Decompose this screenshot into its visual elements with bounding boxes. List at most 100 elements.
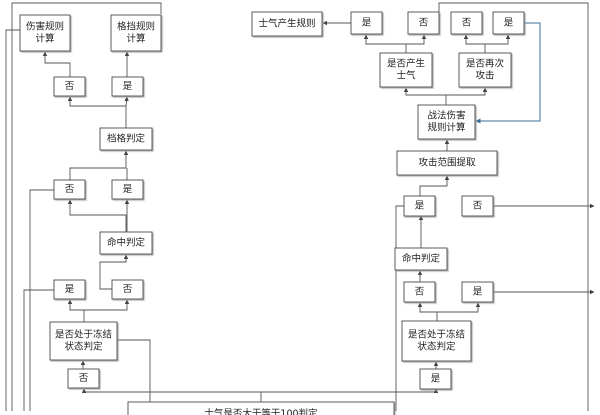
- node-label: 是: [431, 374, 441, 385]
- node-label: 否: [65, 81, 75, 92]
- node-label: 是: [415, 201, 425, 212]
- connector-line: [5, 29, 20, 411]
- node-box: [401, 320, 472, 362]
- node-block-judge: 档格判定: [99, 127, 153, 151]
- node-no-r4: 否: [403, 281, 436, 303]
- node-no-3: 否: [111, 279, 144, 300]
- connector-line: [124, 96, 129, 107]
- node-box: [396, 150, 498, 176]
- connector-line: [463, 34, 486, 53]
- node-label: 是否处于冻结: [55, 329, 112, 341]
- connector-line: [69, 150, 129, 180]
- node-no-2: 否: [53, 179, 86, 200]
- node-box: [394, 247, 448, 271]
- node-label: 士气产生规则: [258, 18, 315, 30]
- connectors: [5, 2, 595, 411]
- node-label: 攻击: [475, 70, 494, 82]
- node-box: [407, 11, 440, 35]
- connector-line: [99, 254, 129, 290]
- node-label: 攻击范围提取: [418, 157, 476, 169]
- connector-line: [67, 199, 127, 232]
- node-no-4: 否: [67, 368, 100, 389]
- node-box: [379, 52, 433, 88]
- node-label: 档格判定: [107, 133, 146, 145]
- connector-line: [42, 51, 71, 77]
- node-yes-3: 是: [53, 279, 86, 300]
- node-yes-r1: 是: [350, 11, 383, 35]
- node-box: [251, 11, 323, 37]
- node-box: [53, 279, 86, 300]
- node-label: 计算: [126, 33, 145, 45]
- connector-line: [419, 175, 450, 196]
- connector-line: [406, 34, 427, 45]
- node-box: [111, 179, 144, 200]
- node-box: [127, 401, 395, 415]
- node-label: 否: [415, 287, 425, 298]
- node-no-r3: 否: [461, 195, 494, 217]
- node-box: [403, 195, 436, 217]
- node-box: [19, 14, 71, 52]
- node-box: [111, 279, 144, 300]
- connector-line: [485, 34, 511, 45]
- node-yes-2: 是: [111, 179, 144, 200]
- node-label: 否: [419, 18, 429, 29]
- node-range-fetch: 攻击范围提取: [396, 150, 498, 176]
- connector-line: [395, 205, 404, 411]
- connector-line: [81, 388, 261, 394]
- connector-line: [23, 289, 54, 411]
- connector-line: [417, 302, 438, 321]
- node-box: [461, 195, 494, 217]
- node-no-r2: 否: [450, 11, 483, 35]
- node-hit-judge-l: 命中判定: [99, 231, 153, 255]
- node-box: [49, 321, 118, 361]
- node-label: 是: [473, 287, 483, 298]
- node-box: [419, 368, 452, 390]
- connector-line: [438, 2, 589, 411]
- node-yes-r5: 是: [419, 368, 452, 390]
- node-box: [417, 104, 476, 140]
- node-yes-r4: 是: [461, 281, 494, 303]
- node-bottom: 士气是否大于等于100判定: [127, 401, 395, 415]
- node-label: 否: [79, 373, 89, 384]
- node-box: [403, 281, 436, 303]
- node-label: 是否处于冻结: [408, 329, 465, 341]
- connector-line: [67, 96, 127, 128]
- node-box: [450, 11, 483, 35]
- node-box: [110, 14, 162, 52]
- node-label: 士气是否大于等于100判定: [204, 408, 318, 415]
- connector-line: [446, 87, 488, 96]
- node-box: [53, 76, 86, 97]
- node-box: [461, 281, 494, 303]
- node-no-1: 否: [53, 76, 86, 97]
- node-box: [99, 231, 153, 255]
- node-label: 是: [123, 81, 133, 92]
- node-label: 否: [473, 201, 483, 212]
- connector-line: [437, 302, 481, 313]
- node-morale-rule: 士气产生规则: [251, 11, 323, 37]
- node-label: 伤害规则: [26, 21, 64, 33]
- node-label: 是: [123, 184, 133, 195]
- node-label: 否: [123, 284, 133, 295]
- connector-line: [29, 189, 54, 411]
- node-yes-r3: 是: [403, 195, 436, 217]
- node-yes-r2: 是: [492, 11, 525, 35]
- node-box: [458, 52, 512, 88]
- node-label: 否: [462, 18, 472, 29]
- node-label: 状态判定: [417, 341, 456, 353]
- node-box: [99, 127, 153, 151]
- node-label: 否: [65, 184, 75, 195]
- node-label: 是: [65, 284, 75, 295]
- node-label: 战法伤害: [427, 110, 465, 122]
- node-label: 是: [504, 18, 514, 29]
- connector-line: [67, 299, 85, 322]
- connector-line: [363, 34, 407, 53]
- connector-line: [117, 339, 151, 402]
